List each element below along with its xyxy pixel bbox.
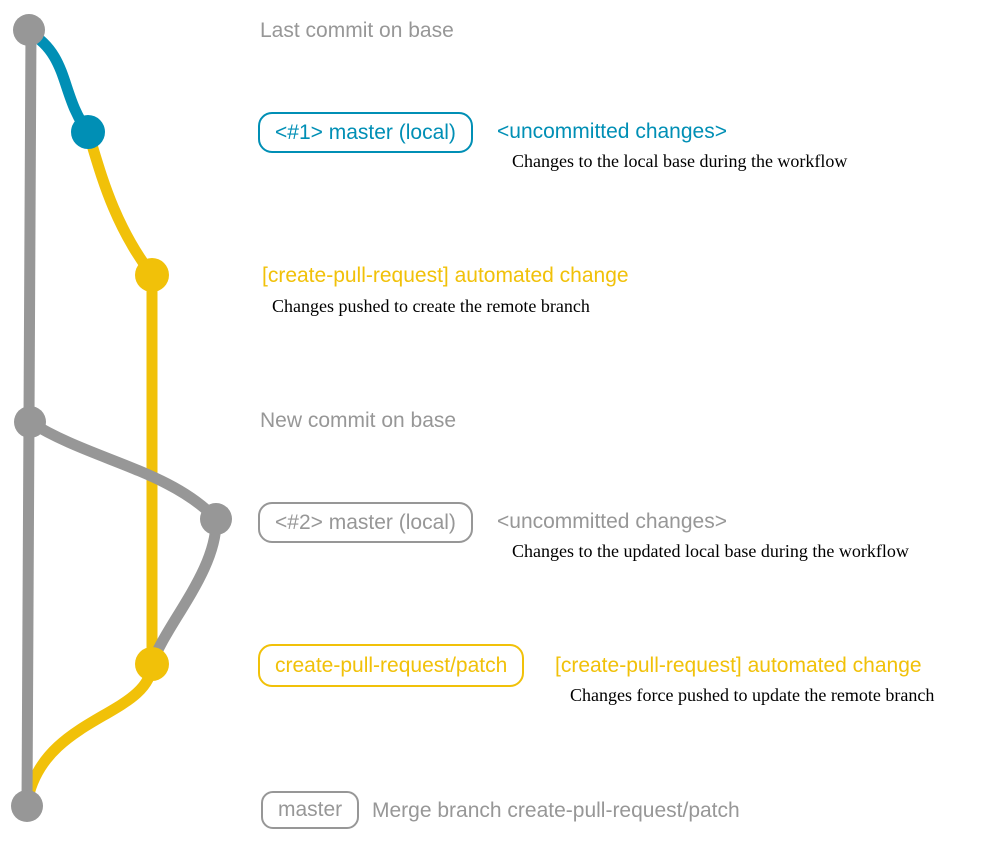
merge-commit-dot [11,790,43,822]
uncommitted-changes-label-2: <uncommitted changes> [497,510,727,533]
push-create-note: Changes pushed to create the remote bran… [272,296,590,316]
last-base-commit-dot [13,14,45,46]
uncommitted-changes-2-dot [200,503,232,535]
local-changes-branch-line [23,26,94,138]
branch-tag-master-local-1: <#1> master (local) [258,112,473,153]
new-base-commit-dot [14,406,46,438]
new-commit-on-base-label: New commit on base [260,409,457,432]
automated-change-label-2: [create-pull-request] automated change [555,654,922,677]
updated-local-branch-line [24,416,222,525]
last-commit-on-base-label: Last commit on base [260,19,454,42]
automated-change-2-dot [135,647,169,681]
updated-local-base-changes-note: Changes to the updated local base during… [512,541,909,561]
uncommitted-changes-label-1: <uncommitted changes> [497,120,727,143]
branch-tag-master: master [261,791,360,829]
branch-tag-create-pull-request-patch: create-pull-request/patch [258,644,525,687]
branch-tag-master-local-2: <#2> master (local) [258,502,473,543]
force-push-note: Changes force pushed to update the remot… [570,685,935,705]
automated-change-label-1: [create-pull-request] automated change [262,264,629,287]
rebase-branch-line [146,513,222,670]
automated-change-1-dot [135,258,169,292]
merge-branch-label: Merge branch create-pull-request/patch [372,799,740,822]
local-base-changes-note: Changes to the local base during the wor… [512,151,848,171]
commit-graph [11,14,232,822]
uncommitted-changes-1-dot [71,115,105,149]
